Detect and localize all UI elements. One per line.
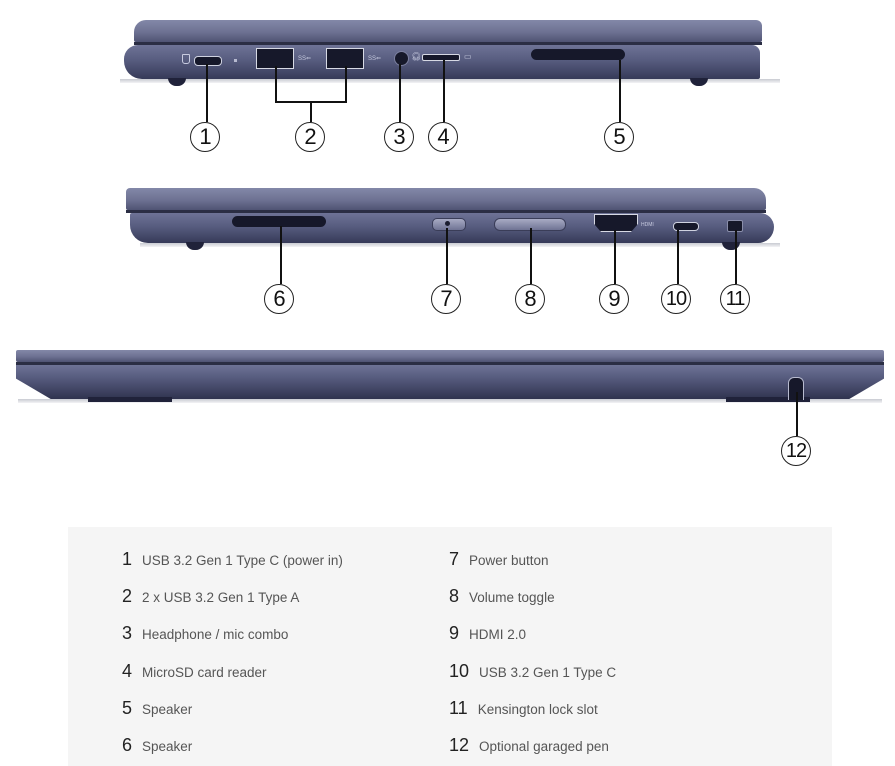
legend-label: Speaker <box>142 739 193 754</box>
laptop-front-view <box>12 348 888 408</box>
callout-6: 6 <box>264 284 294 314</box>
hinge-seam <box>126 210 766 213</box>
callout-line <box>619 60 621 122</box>
legend-item: 7 Power button <box>449 549 549 570</box>
callout-1: 1 <box>190 122 220 152</box>
headset-icon: 🎧︎ <box>411 52 422 61</box>
legend-label: Optional garaged pen <box>479 739 609 754</box>
hdmi-port <box>594 214 638 232</box>
callout-12: 12 <box>781 436 811 466</box>
legend-number: 5 <box>122 698 133 718</box>
legend-number: 1 <box>122 549 133 569</box>
laptop-left-side-view: SS⇐ SS⇐ 🎧︎ ▭ <box>120 16 780 86</box>
legend-number: 8 <box>449 586 460 606</box>
legend-label: Speaker <box>142 702 193 717</box>
callout-line <box>614 230 616 284</box>
lid <box>16 350 884 362</box>
legend-label: MicroSD card reader <box>142 665 267 680</box>
callout-11: 11 <box>720 284 750 314</box>
callout-line <box>796 392 798 436</box>
legend-label: USB 3.2 Gen 1 Type C <box>479 665 617 680</box>
callout-2: 2 <box>295 122 325 152</box>
callout-bracket-right <box>345 66 347 102</box>
rubber-foot <box>186 242 204 250</box>
callout-line <box>206 64 208 122</box>
callout-bracket-left <box>275 66 277 102</box>
legend-number: 7 <box>449 549 460 569</box>
sd-card-icon: ▭ <box>464 52 472 61</box>
rubber-foot <box>88 397 172 402</box>
garaged-pen <box>788 377 804 400</box>
hinge-seam <box>134 42 762 45</box>
legend-item: 10 USB 3.2 Gen 1 Type C <box>449 661 616 682</box>
power-icon <box>182 54 190 64</box>
legend-label: Power button <box>469 553 549 568</box>
callout-5: 5 <box>604 122 634 152</box>
legend-label: 2 x USB 3.2 Gen 1 Type A <box>142 590 300 605</box>
legend-item: 8 Volume toggle <box>449 586 555 607</box>
legend-number: 2 <box>122 586 133 606</box>
legend-number: 12 <box>449 735 470 755</box>
legend-item: 12 Optional garaged pen <box>449 735 609 756</box>
callout-10: 10 <box>661 284 691 314</box>
lid <box>126 188 766 210</box>
legend-number: 10 <box>449 661 470 681</box>
callout-4: 4 <box>428 122 458 152</box>
ss-usb-icon: SS⇐ <box>368 56 382 62</box>
rubber-foot <box>726 397 810 402</box>
callout-line <box>280 226 282 284</box>
callout-line <box>677 230 679 284</box>
headphone-jack <box>394 51 409 66</box>
lid <box>134 20 762 42</box>
legend-label: Headphone / mic combo <box>142 627 289 642</box>
legend-item: 6 Speaker <box>122 735 192 756</box>
power-led <box>445 221 450 226</box>
callout-line <box>399 64 401 122</box>
callout-line <box>446 228 448 284</box>
legend-label: Kensington lock slot <box>477 702 598 717</box>
rubber-foot <box>722 242 740 250</box>
led-indicator <box>234 59 237 62</box>
legend-number: 9 <box>449 623 460 643</box>
legend-panel: 1 USB 3.2 Gen 1 Type C (power in) 2 2 x … <box>68 527 832 766</box>
surface-shadow <box>140 243 780 247</box>
legend-label: USB 3.2 Gen 1 Type C (power in) <box>142 553 343 568</box>
callout-line <box>530 228 532 284</box>
legend-item: 9 HDMI 2.0 <box>449 623 526 644</box>
hdmi-label: HDMI <box>641 222 654 228</box>
callout-7: 7 <box>431 284 461 314</box>
callout-8: 8 <box>515 284 545 314</box>
surface-shadow <box>120 79 780 83</box>
rubber-foot <box>168 78 186 86</box>
legend-item: 1 USB 3.2 Gen 1 Type C (power in) <box>122 549 343 570</box>
legend-number: 11 <box>449 698 468 718</box>
callout-line <box>310 101 312 122</box>
base <box>124 45 760 79</box>
legend-item: 4 MicroSD card reader <box>122 661 267 682</box>
legend-label: HDMI 2.0 <box>469 627 527 642</box>
legend-label: Volume toggle <box>469 590 555 605</box>
speaker-grille <box>531 49 625 60</box>
speaker-grille <box>232 216 326 227</box>
ss-usb-icon: SS⇐ <box>298 56 312 62</box>
rubber-foot <box>690 78 708 86</box>
microsd-slot <box>422 54 460 61</box>
callout-line <box>443 60 445 122</box>
surface-shadow <box>18 399 882 403</box>
base-front <box>16 365 884 399</box>
legend-item: 5 Speaker <box>122 698 192 719</box>
callout-3: 3 <box>384 122 414 152</box>
legend-number: 3 <box>122 623 133 643</box>
hinge-seam <box>16 362 884 365</box>
legend-item: 11 Kensington lock slot <box>449 698 598 719</box>
laptop-right-side-view: HDMI <box>120 184 780 254</box>
usb-c-port <box>673 222 699 231</box>
callout-9: 9 <box>599 284 629 314</box>
callout-line <box>735 230 737 284</box>
legend-item: 3 Headphone / mic combo <box>122 623 288 644</box>
legend-item: 2 2 x USB 3.2 Gen 1 Type A <box>122 586 299 607</box>
legend-number: 4 <box>122 661 133 681</box>
usb-c-power-port <box>194 56 222 66</box>
legend-number: 6 <box>122 735 133 755</box>
